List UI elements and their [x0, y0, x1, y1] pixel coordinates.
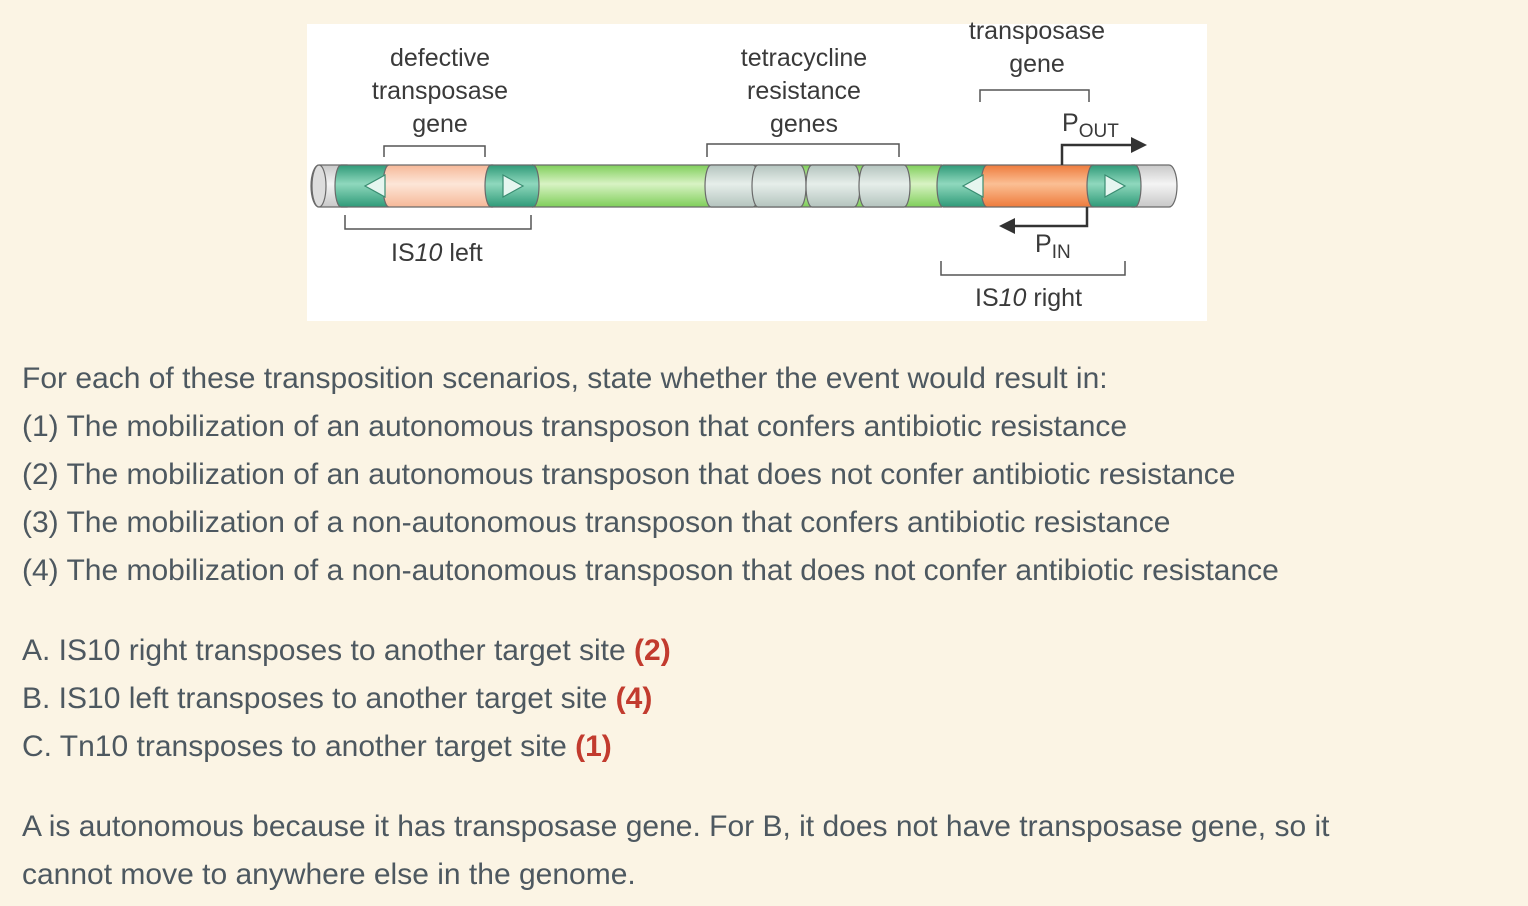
scenario-a-answer: (2) [634, 634, 671, 667]
pin-promoter-arrow [1015, 207, 1089, 228]
dna-rod [310, 164, 1178, 208]
pin-label: PIN [1035, 230, 1071, 263]
tetracycline-genes [704, 164, 911, 208]
option-2: (2) The mobilization of an autonomous tr… [22, 458, 1236, 491]
scenario-a: A. IS10 right transposes to another targ… [22, 634, 671, 667]
is10-left-element [310, 164, 540, 208]
pout-promoter-arrow [1060, 143, 1133, 165]
scenario-b: B. IS10 left transposes to another targe… [22, 682, 653, 715]
is10-right-bracket [940, 261, 1126, 276]
is10-left-bracket [344, 215, 532, 230]
tet-genes-bracket [706, 143, 900, 157]
option-4: (4) The mobilization of a non-autonomous… [22, 554, 1279, 587]
brackets [344, 89, 1126, 276]
explanation-line-2: cannot move to anywhere else in the geno… [22, 858, 636, 891]
option-3: (3) The mobilization of a non-autonomous… [22, 506, 1171, 539]
is10-left-label: IS10 left [391, 239, 483, 267]
right-end-cap [1131, 164, 1178, 208]
scenario-c-answer: (1) [575, 730, 612, 763]
question-block: For each of these transposition scenario… [22, 355, 1279, 595]
question-intro: For each of these transposition scenario… [22, 362, 1108, 395]
inverted-repeat-left-arrow [961, 173, 984, 199]
defective-transposase-gene-label: defective transposase gene [371, 44, 509, 138]
defective-gene-bracket [383, 145, 486, 157]
transposase-gene-label: transposase gene [968, 17, 1106, 78]
tetracycline-resistance-genes-label: tetracycline resistance genes [740, 44, 868, 138]
scenario-c: C. Tn10 transposes to another target sit… [22, 730, 612, 763]
tn10-diagram: defective transposase gene tetracycline … [307, 17, 1207, 321]
option-1: (1) The mobilization of an autonomous tr… [22, 410, 1128, 443]
is10-right-element [936, 164, 1142, 208]
tn10-diagram-svg [310, 89, 1178, 276]
explanation-line-1: A is autonomous because it has transposa… [22, 810, 1330, 843]
inverted-repeat-right-arrow [502, 173, 525, 199]
pout-label: POUT [1062, 109, 1119, 142]
inverted-repeat-right-arrow [1104, 173, 1127, 199]
is10-right-label: IS10 right [975, 284, 1083, 312]
scenario-b-answer: (4) [615, 682, 653, 715]
inverted-repeat-left-arrow [363, 173, 386, 199]
transposase-gene-bracket [979, 89, 1090, 102]
scenarios-block: A. IS10 right transposes to another targ… [22, 627, 671, 771]
explanation-block: A is autonomous because it has transposa… [22, 803, 1329, 899]
